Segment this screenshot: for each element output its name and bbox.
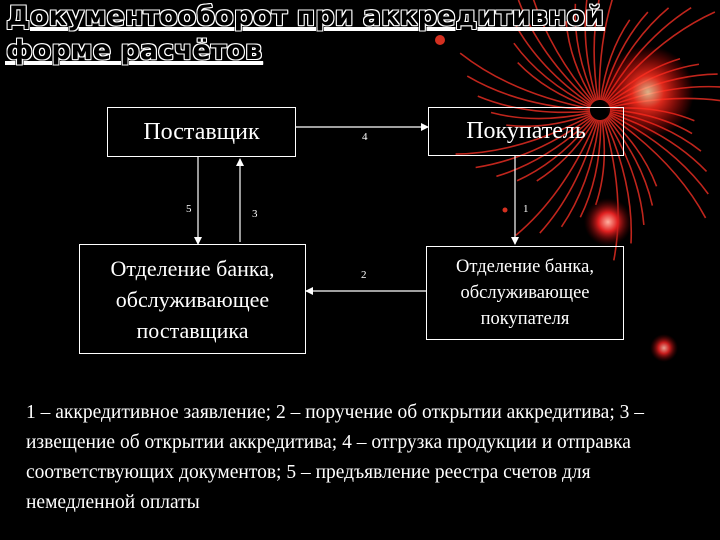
flow-number-4: 4 [362, 131, 368, 143]
firework-ray [560, 119, 601, 228]
buyer-box: Покупатель [428, 107, 624, 156]
firework-ray [584, 0, 598, 101]
supplier-box: Поставщик [107, 107, 296, 157]
firework-ray [574, 3, 597, 102]
flow-number-2: 2 [361, 269, 367, 281]
firework-ray [606, 116, 654, 206]
firework-ray [517, 0, 593, 105]
supplier-bank-box: Отделение банка, обслуживающее поставщик… [79, 244, 306, 354]
firework-ray [539, 119, 599, 234]
firework-ray [459, 52, 591, 110]
firework-ray [598, 0, 613, 101]
buyer-bank-box: Отделение банка, обслуживающее покупател… [426, 246, 624, 340]
firework-ray [532, 0, 594, 104]
page-title: Документооборот при аккредитивной форме … [6, 0, 706, 68]
firework-ray [496, 116, 594, 178]
firework-ray [513, 42, 592, 107]
firework-ray [594, 119, 606, 206]
firework-ray [515, 119, 598, 236]
firework-ray [536, 118, 597, 182]
flow-number-5: 5 [186, 203, 192, 215]
buyer-bank-label: Отделение банка, обслуживающее покупател… [456, 257, 594, 329]
firework-ray [466, 75, 591, 111]
buyer-label: Покупатель [466, 118, 586, 144]
title-line-2: форме расчётов [6, 35, 263, 66]
title-line-1: Документооборот при аккредитивной [6, 1, 604, 32]
flow-number-1: 1 [523, 203, 529, 215]
firework-ray [579, 119, 602, 218]
firework-ray [602, 119, 619, 261]
firework-ray [565, 21, 595, 103]
firework-ray [593, 0, 600, 101]
firework-ray [517, 61, 591, 109]
firework-ray [475, 115, 593, 169]
legend-text: 1 – аккредитивное заявление; 2 – поручен… [26, 402, 644, 513]
firework-ray [605, 117, 645, 225]
firework-ray [603, 118, 633, 244]
supplier-label: Поставщик [143, 118, 260, 145]
firework-ray [455, 114, 592, 155]
supplier-bank-label: Отделение банка, обслуживающее поставщик… [110, 255, 275, 343]
flow-number-3: 3 [252, 208, 258, 220]
firework-ray [477, 95, 591, 114]
firework-ray [506, 113, 592, 128]
firework-ray [513, 21, 592, 106]
firework-ray [490, 111, 591, 120]
